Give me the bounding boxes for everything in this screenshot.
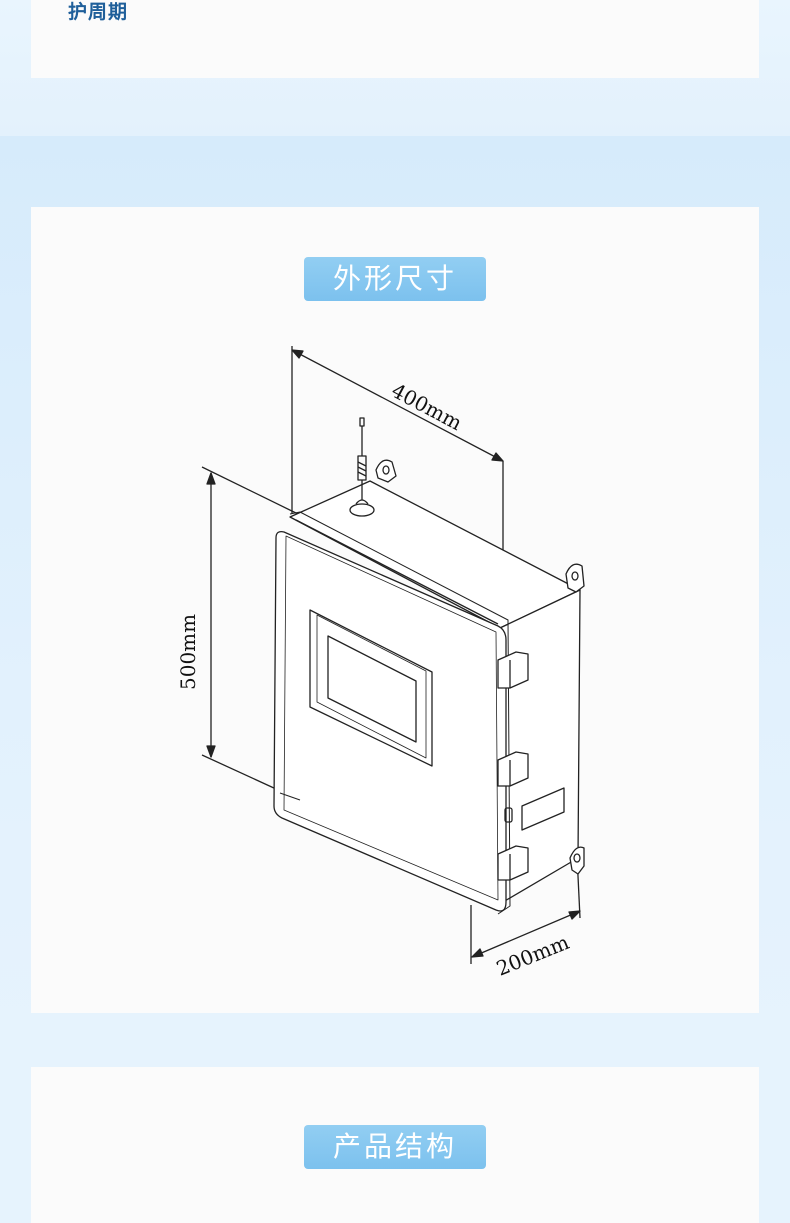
- enclosure-front-face: [273, 530, 507, 912]
- depth-dimension-label: 200mm: [493, 930, 573, 981]
- hinges: [497, 651, 529, 881]
- antenna-icon: [349, 417, 375, 517]
- structure-title: 产品结构: [304, 1125, 486, 1169]
- height-dimension-line: [201, 466, 301, 801]
- side-label-plate: [521, 787, 565, 831]
- height-dimension-label: 500mm: [176, 614, 200, 690]
- dimensions-title: 外形尺寸: [304, 257, 486, 301]
- maintenance-card: [31, 0, 759, 78]
- maintenance-cycle-text: 护周期: [68, 1, 129, 23]
- display-window: [309, 609, 433, 767]
- mounting-tabs: [375, 459, 585, 875]
- lock: [504, 807, 513, 823]
